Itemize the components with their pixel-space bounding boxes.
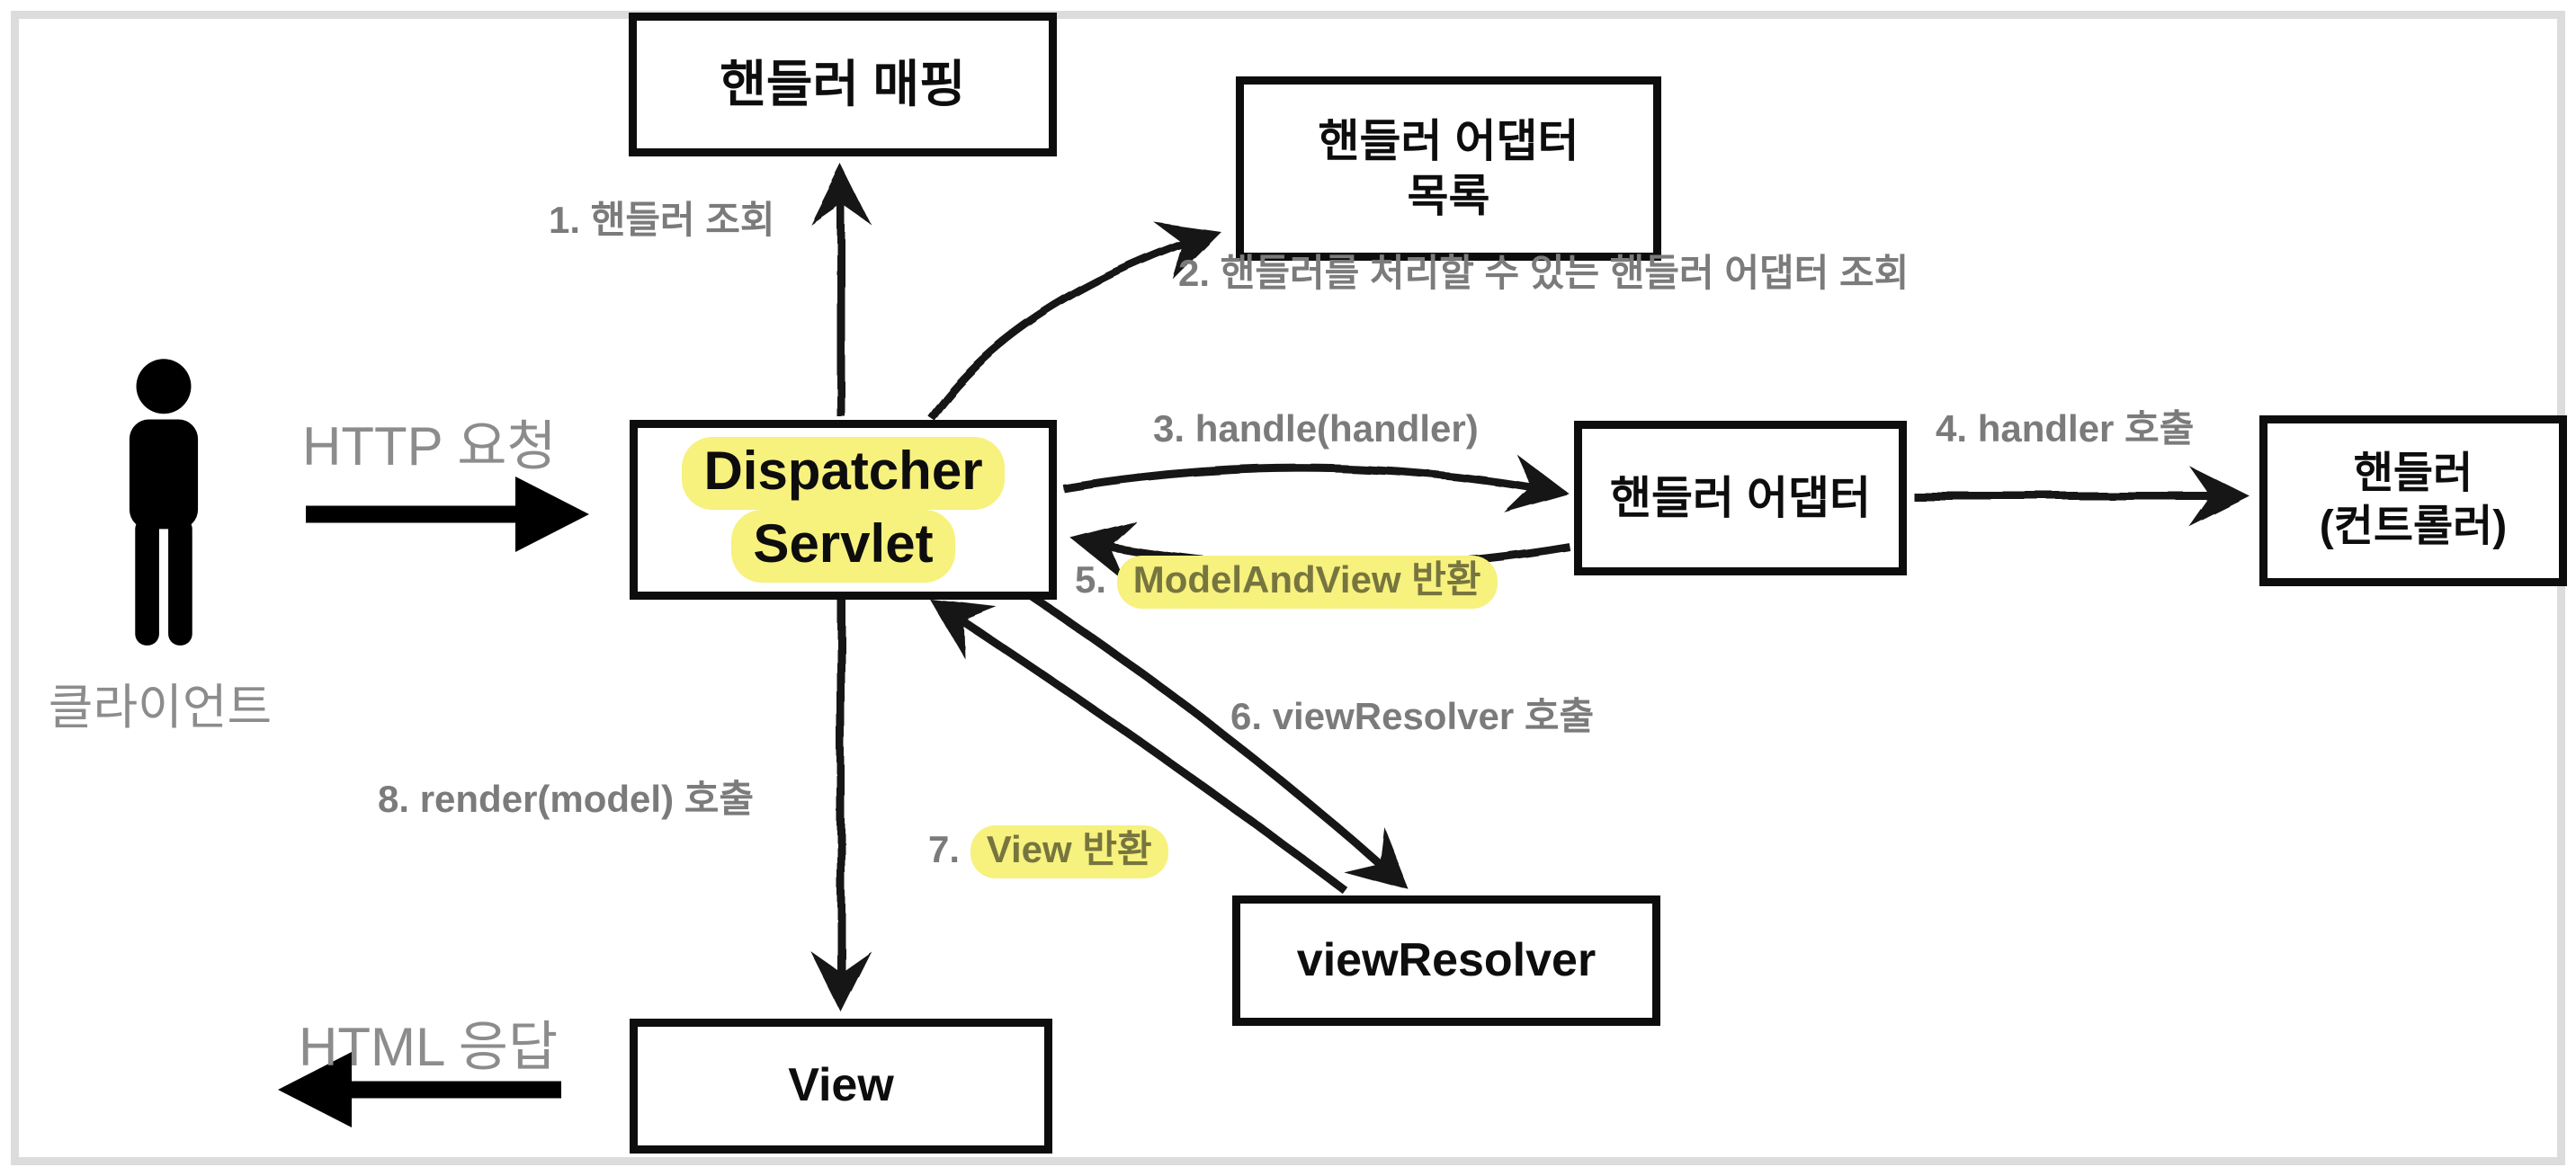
step5-label: 5. ModelAndView 반환 xyxy=(1075,556,1498,609)
step7-number: 7. xyxy=(928,828,961,870)
step3-label: 3. handle(handler) xyxy=(1153,407,1479,450)
arrow-step3-handle xyxy=(1062,453,1570,513)
step6-label: 6. viewResolver 호출 xyxy=(1230,695,1595,737)
step1-label: 1. 핸들러 조회 xyxy=(549,199,775,241)
view-resolver-box: viewResolver xyxy=(1232,895,1660,1026)
dispatcher-servlet-label-line2: Servlet xyxy=(731,510,955,584)
view-box: View xyxy=(630,1019,1052,1154)
handler-mapping-label: 핸들러 매핑 xyxy=(720,55,966,112)
step7-highlighted-text: View 반환 xyxy=(970,825,1168,878)
handler-mapping-box: 핸들러 매핑 xyxy=(629,13,1057,156)
step2-label: 2. 핸들러를 처리할 수 있는 핸들러 어댑터 조회 xyxy=(1178,252,1910,294)
handler-adapter-label: 핸들러 어댑터 xyxy=(1610,472,1871,523)
arrow-step6-viewresolver-call xyxy=(1030,593,1410,891)
arrow-step7-view-return xyxy=(930,599,1347,894)
handler-controller-box: 핸들러 (컨트롤러) xyxy=(2259,415,2567,586)
handler-adapter-list-label-line2: 목록 xyxy=(1407,170,1490,221)
view-resolver-label: viewResolver xyxy=(1296,933,1597,986)
html-response-arrow xyxy=(278,1052,561,1127)
step5-number: 5. xyxy=(1075,558,1107,601)
handler-controller-label-line1: 핸들러 xyxy=(2353,450,2473,498)
client-label: 클라이언트 xyxy=(48,681,273,735)
dispatcher-servlet-label-line1: Dispatcher xyxy=(682,436,1005,510)
html-response-label: HTML 응답 xyxy=(299,1017,559,1077)
http-request-arrow xyxy=(306,477,589,552)
person-icon xyxy=(129,359,199,646)
handler-adapter-list-label-line1: 핸들러 어댑터 xyxy=(1318,115,1579,166)
step7-label: 7. View 반환 xyxy=(928,825,1168,878)
view-label: View xyxy=(788,1059,894,1112)
step5-highlighted-text: ModelAndView 반환 xyxy=(1116,556,1498,609)
step4-label: 4. handler 호출 xyxy=(1936,407,2195,450)
http-request-label: HTTP 요청 xyxy=(302,416,557,477)
handler-controller-label-line2: (컨트롤러) xyxy=(2319,503,2508,550)
handler-adapter-box: 핸들러 어댑터 xyxy=(1574,421,1907,575)
dispatcher-servlet-box: Dispatcher Servlet xyxy=(630,420,1057,600)
handler-adapter-list-box: 핸들러 어댑터 목록 xyxy=(1236,76,1661,261)
step8-label: 8. render(model) 호출 xyxy=(378,778,755,820)
arrow-step2-adapter-lookup xyxy=(927,221,1221,421)
